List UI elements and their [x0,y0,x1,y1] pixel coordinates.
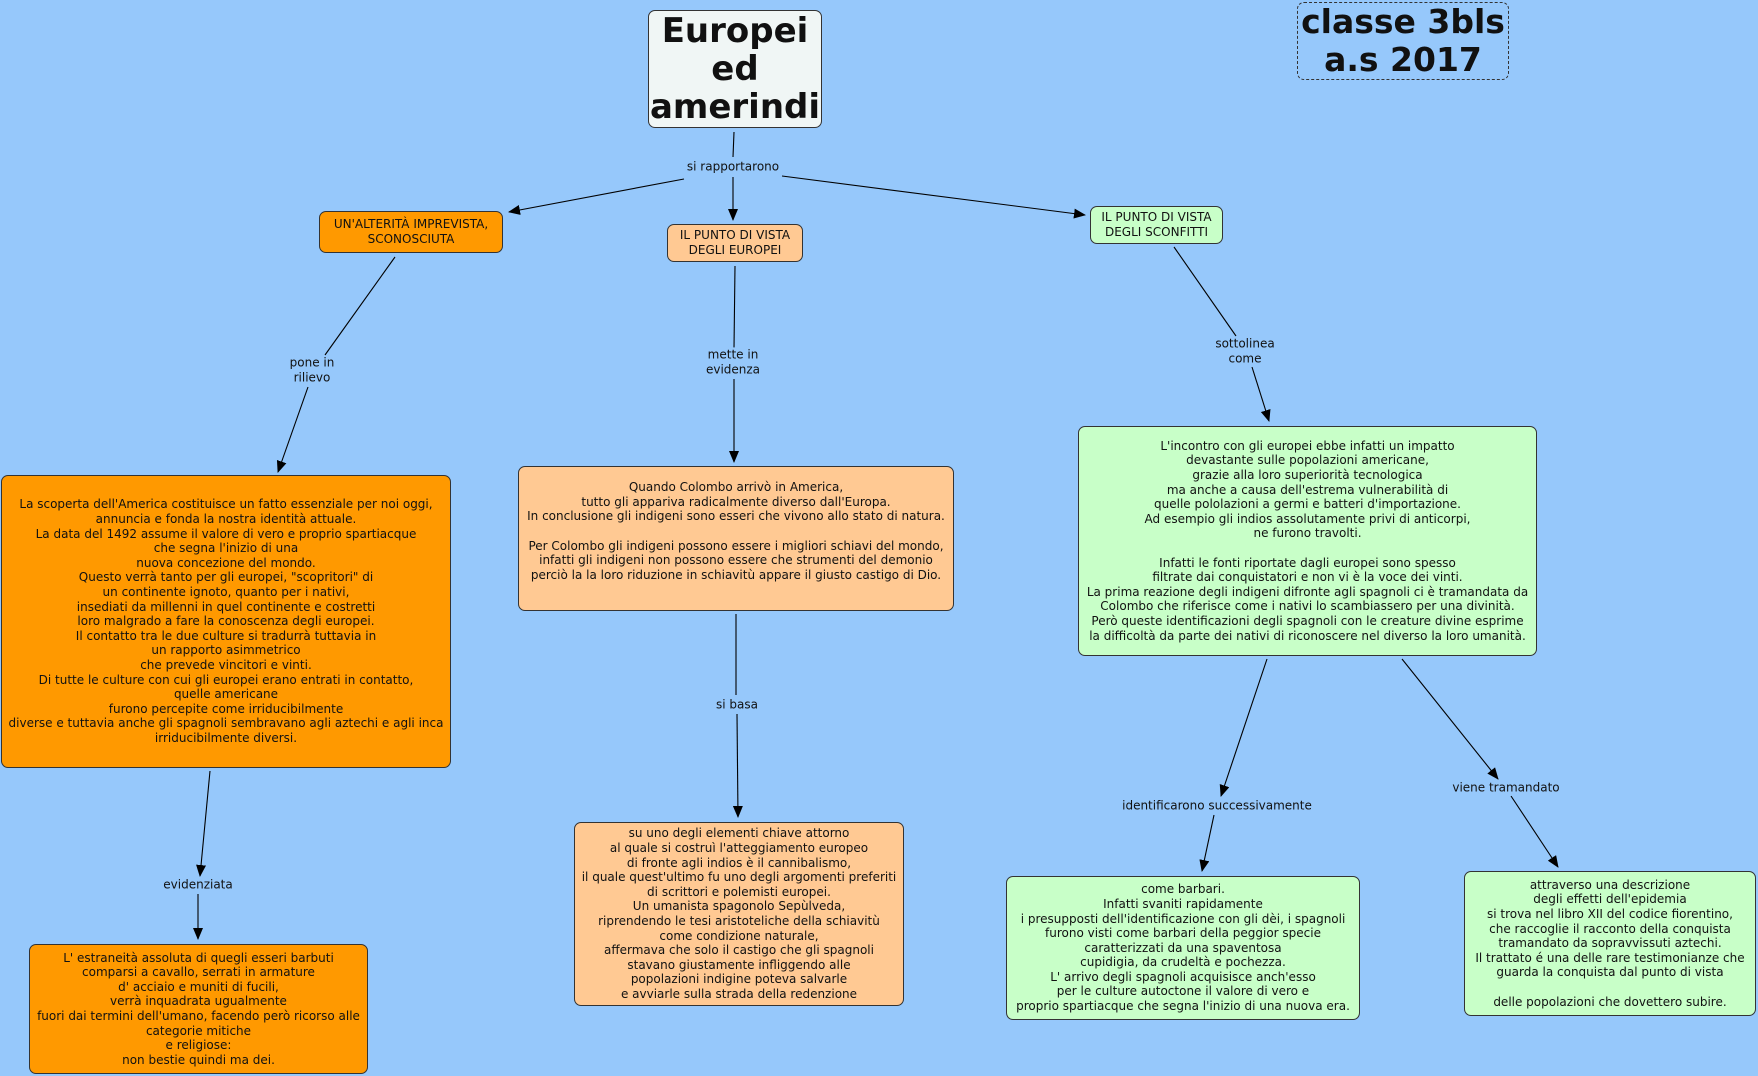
arrow-to-cannibalismo [732,713,743,818]
main-title-concept[interactable]: Europei ed amerindi [648,10,822,128]
concept-cannibalismo[interactable]: su uno degli elementi chiave attorno al … [574,822,904,1006]
concept-barbari[interactable]: come barbari. Infatti svaniti rapidament… [1006,876,1360,1020]
concept-sconfitti[interactable]: IL PUNTO DI VISTA DEGLI SCONFITTI [1090,206,1223,244]
link-si-basa[interactable]: si basa [714,697,760,713]
link-sottolinea-come[interactable]: sottolinea come [1213,336,1277,366]
arrow-to-alterita [508,178,685,215]
link-mette-in-evidenza[interactable]: mette in evidenza [703,347,763,377]
arrow-to-incontro [1251,366,1271,422]
line-incontro-identificarono [1219,658,1268,797]
arrow-to-epidemia [1510,795,1559,868]
concept-europei[interactable]: IL PUNTO DI VISTA DEGLI EUROPEI [667,224,803,262]
link-viene-tramandato[interactable]: viene tramandato [1450,780,1562,796]
concept-estraneita[interactable]: L' estraneità assoluta di quegli esseri … [29,944,368,1074]
concept-scoperta[interactable]: La scoperta dell'America costituisce un … [1,475,451,768]
concept-alterita[interactable]: UN'ALTERITÀ IMPREVISTA, SCONOSCIUTA [319,211,503,253]
concept-colombo[interactable]: Quando Colombo arrivò in America, tutto … [518,466,954,611]
line-sconfitti-sottolinea [1173,246,1237,337]
arrow-to-scoperta [276,386,309,473]
line-europei-evidenza [733,265,736,349]
link-identificarono[interactable]: identificarono successivamente [1120,798,1314,814]
arrow-to-sconfitti [781,175,1086,219]
link-evidenziata[interactable]: evidenziata [161,877,235,893]
line-scoperta-evidenziata [196,770,211,877]
line-incontro-tramandato [1401,658,1499,780]
line-title-rapportarono [732,131,735,158]
arrow-to-barbari [1199,814,1215,872]
link-si-rapportarono[interactable]: si rapportarono [684,159,782,175]
concept-epidemia[interactable]: attraverso una descrizione degli effetti… [1464,871,1756,1016]
line-alterita-rilievo [324,256,396,356]
class-label[interactable]: classe 3bls a.s 2017 [1297,2,1509,80]
link-pone-in-rilievo[interactable]: pone in rilievo [287,355,337,385]
concept-incontro[interactable]: L'incontro con gli europei ebbe infatti … [1078,426,1537,656]
